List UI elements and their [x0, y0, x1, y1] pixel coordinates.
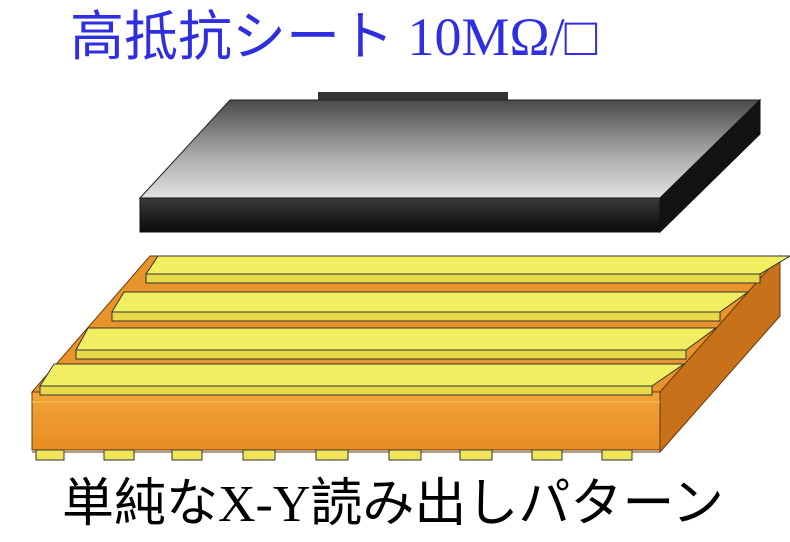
- y-pads: [32, 449, 660, 461]
- y-pad: [315, 449, 349, 461]
- y-pad: [35, 449, 65, 461]
- y-pad: [601, 449, 633, 461]
- y-pad: [459, 449, 493, 461]
- y-pad: [531, 449, 563, 461]
- y-pad: [103, 449, 135, 461]
- y-pad: [171, 449, 203, 461]
- x-strip: [75, 327, 718, 360]
- y-pad: [242, 449, 276, 461]
- high-resistance-sheet: [138, 98, 762, 234]
- x-strip: [111, 291, 750, 322]
- x-strip: [145, 255, 790, 284]
- sheet-top-fragment: [318, 92, 508, 100]
- page-title: 高抵抗シート 10MΩ/□: [70, 7, 598, 67]
- x-strips: [39, 255, 790, 396]
- y-pad: [388, 449, 422, 461]
- x-strip: [39, 363, 686, 396]
- diagram-caption: 単純なX-Y読み出しパターン: [62, 476, 724, 533]
